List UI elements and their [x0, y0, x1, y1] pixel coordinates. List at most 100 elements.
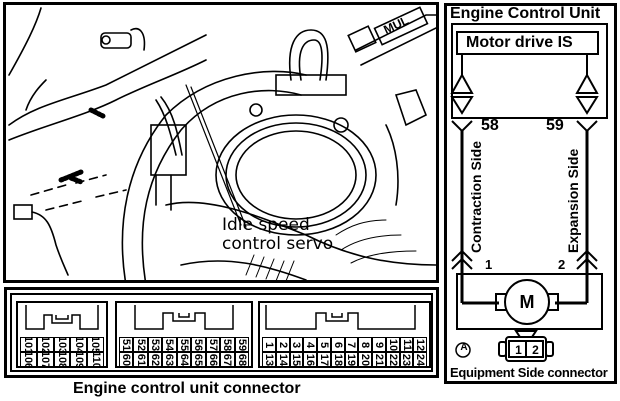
connector-key-middle: [134, 305, 234, 330]
pin-number: 8: [359, 341, 372, 348]
pin-number: 61: [134, 353, 147, 366]
connector-id-circle: [455, 342, 471, 358]
pin-number: 21: [372, 353, 385, 366]
connector-key-left: [25, 305, 99, 330]
driver-triangle-up-left-icon: [450, 72, 474, 94]
pin-number: 51: [120, 338, 133, 351]
ecu-title: Engine Control Unit: [450, 5, 601, 22]
pin-2-label: 2: [558, 257, 566, 272]
pin-1-arrow-icon: [451, 249, 473, 270]
connector-pin: 110: [87, 352, 104, 367]
connector-pin: 21: [372, 352, 386, 367]
pin-number: 104: [72, 337, 85, 352]
pin-number: 3: [290, 341, 303, 348]
pin-number: 66: [206, 353, 219, 366]
terminal-59-label: 59: [546, 117, 564, 134]
pin-number: 52: [134, 338, 147, 351]
connector-pin: 22: [385, 352, 400, 367]
pin-number: 58: [221, 338, 234, 351]
connector-pin: 61: [133, 352, 148, 367]
pin-number: 4: [304, 341, 317, 348]
connector-pin: 17: [317, 352, 331, 367]
driver-triangle-down-left-icon: [450, 96, 474, 115]
connector-pin: 104: [70, 337, 88, 352]
connector-pin: 108: [53, 352, 71, 367]
connector-pin: 10: [385, 337, 400, 352]
connector-pin: 62: [147, 352, 163, 367]
pin-number: 54: [163, 338, 176, 351]
pin-number: 109: [72, 352, 85, 367]
connector-pin: 67: [220, 352, 235, 367]
pin-number: 59: [235, 338, 248, 351]
pin-number: 9: [372, 341, 385, 348]
terminal-58-label: 58: [481, 117, 499, 134]
pin-number: 105: [89, 337, 102, 352]
connector-pin: 57: [205, 337, 221, 352]
motor-icon: [504, 279, 550, 325]
connector-pin: 4: [303, 337, 317, 352]
connector-pin: 101: [20, 337, 37, 352]
connector-pin: 2: [275, 337, 290, 352]
connector-pin: 1: [262, 337, 276, 352]
equipment-pin-1: 1: [515, 343, 522, 357]
driver-triangle-down-right-icon: [575, 96, 599, 115]
pin-number: 110: [89, 352, 102, 367]
connector-pin: 16: [303, 352, 317, 367]
pin-number: 62: [149, 353, 162, 366]
pin-number: 65: [192, 353, 205, 366]
ecu-schematic-panel: [444, 3, 617, 384]
contraction-side-label: Contraction Side: [468, 140, 484, 253]
pin-number: 11: [400, 338, 413, 351]
terminal-58-icon: [451, 120, 473, 133]
connector-pin: 12: [413, 337, 427, 352]
pin-number: 24: [414, 353, 427, 366]
connector-pin: 54: [162, 337, 177, 352]
pin-number: 10: [386, 338, 399, 351]
pin-number: 64: [177, 353, 190, 366]
connector-pin: 109: [70, 352, 88, 367]
connector-pin: 14: [275, 352, 290, 367]
connector-pin: 59: [234, 337, 249, 352]
pin-2-arrow-icon: [576, 249, 598, 270]
schematic-drawing: [450, 23, 608, 362]
connector-pin: 105: [87, 337, 104, 352]
connector-pin: 19: [344, 352, 359, 367]
motor-drive-module: Motor drive IS: [456, 31, 599, 55]
pin-number: 23: [400, 353, 413, 366]
pin-number: 55: [177, 338, 190, 351]
motor-symbol-label: M: [519, 292, 535, 312]
pin-number: 60: [120, 353, 133, 366]
engine-bay-illustration: MUL: [3, 2, 439, 283]
equipment-pin-2: 2: [532, 343, 539, 357]
ecu-connector-caption: Engine control unit connector: [73, 380, 301, 397]
pin-number: 17: [317, 353, 330, 366]
connector-pin: 52: [133, 337, 148, 352]
pin-number: 7: [345, 341, 358, 348]
connector-pin: 6: [330, 337, 345, 352]
connector-pin: 68: [234, 352, 249, 367]
pin-number: 56: [192, 338, 205, 351]
pin-number: 57: [206, 338, 219, 351]
callout-line-1: Idle speed: [222, 215, 310, 235]
pin-number: 15: [290, 353, 303, 366]
connector-pin: 102: [36, 337, 54, 352]
pin-number: 6: [331, 341, 344, 348]
connector-pin: 65: [191, 352, 206, 367]
connector-pin: 107: [36, 352, 54, 367]
connector-pin: 64: [176, 352, 192, 367]
callout-line-2: control servo: [222, 234, 334, 254]
connector-pin: 60: [119, 352, 134, 367]
pin-number: 101: [22, 337, 35, 352]
pin-number: 106: [22, 352, 35, 367]
pin-1-label: 1: [485, 257, 493, 272]
connector-pin: 20: [358, 352, 372, 367]
connector-pin: 23: [399, 352, 414, 367]
connector-pin: 9: [372, 337, 386, 352]
pin-number: 18: [331, 353, 344, 366]
pin-number: 12: [414, 338, 427, 351]
pin-number: 102: [39, 337, 52, 352]
equipment-connector-caption: Equipment Side connector: [450, 365, 608, 380]
pin-number: 16: [304, 353, 317, 366]
